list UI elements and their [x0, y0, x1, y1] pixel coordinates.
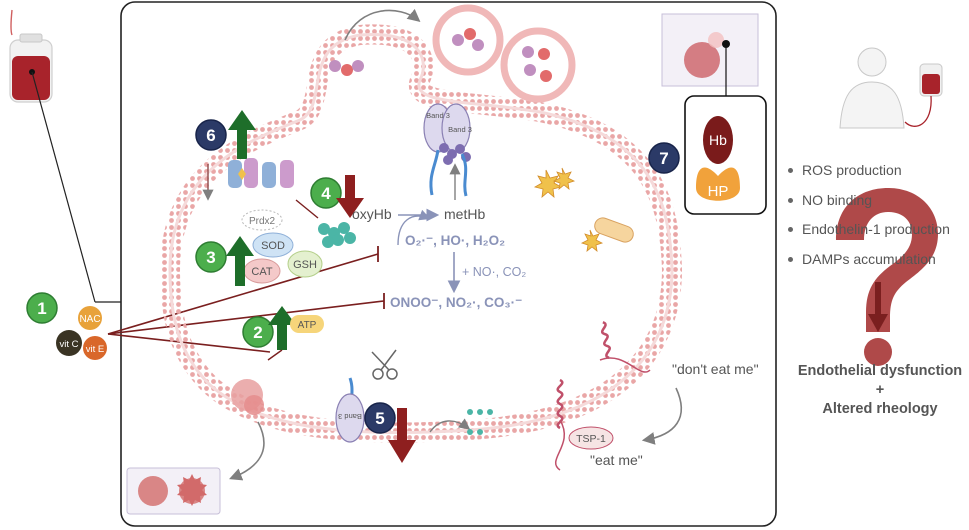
svg-text:HP: HP: [708, 183, 729, 200]
badge-2: 2: [242, 316, 274, 348]
vit-e-pill: vit E: [83, 336, 107, 360]
nitric-reaction-label: + NO·, CO₂: [462, 265, 526, 279]
svg-text:NAC: NAC: [79, 314, 100, 325]
blood-bag-icon: [9, 9, 53, 103]
consequences-list: ROS production NO binding Endothelin-1 p…: [786, 160, 950, 278]
rns-species-label: ONOO⁻, NO₂·, CO₃·⁻: [390, 295, 522, 310]
svg-text:CAT: CAT: [251, 266, 272, 278]
hb-hp-complex-box: Hb HP: [684, 95, 767, 215]
svg-text:1: 1: [37, 299, 46, 318]
svg-text:Band 3: Band 3: [426, 111, 450, 120]
hemoglobin-molecule: [318, 222, 356, 248]
oxidative-damage-sparks: [533, 167, 634, 252]
tsp1-ligand: TSP-1: [568, 426, 614, 450]
patient-transfusion-icon: [839, 47, 943, 129]
bag-connector-line: [31, 71, 96, 303]
svg-text:ATP: ATP: [298, 320, 317, 331]
consequence-item: Endothelin-1 production: [786, 219, 950, 249]
conclusion-line-2: Altered rheology: [822, 401, 938, 417]
up-arrow-2: [268, 306, 296, 350]
svg-text:4: 4: [321, 184, 331, 203]
svg-text:Band 3: Band 3: [338, 412, 362, 421]
svg-text:Band 3: Band 3: [448, 125, 472, 134]
svg-text:3: 3: [206, 248, 215, 267]
vesicle-release-arrow: [344, 8, 421, 41]
inhibit-line-rns: [107, 300, 385, 335]
svg-text:5: 5: [375, 409, 384, 428]
ps-exposure-dots: [467, 409, 493, 435]
badge-5: 5: [364, 402, 396, 434]
methb-label: metHb: [444, 206, 485, 222]
svg-text:vit E: vit E: [86, 344, 104, 355]
band3-cleaved: Band 3: [335, 377, 365, 443]
eat-me-label: "eat me": [590, 452, 643, 468]
damaged-protein: [231, 379, 264, 415]
microvesicle-2: [500, 27, 576, 103]
svg-text:SOD: SOD: [261, 240, 285, 252]
consequence-item: NO binding: [786, 190, 950, 220]
oxyhb-label: oxyHb: [352, 206, 392, 222]
scissors-icon: [371, 349, 398, 380]
up-arrow-6: [228, 110, 256, 159]
svg-text:GSH: GSH: [293, 259, 317, 271]
consequence-item: ROS production: [786, 160, 950, 190]
badge-4: 4: [310, 177, 342, 209]
svg-text:vit C: vit C: [60, 339, 79, 350]
inhibit-line-ros: [107, 253, 379, 335]
ros-species-label: O₂·⁻, HO·, H₂O₂: [405, 233, 505, 248]
svg-text:Prdx2: Prdx2: [249, 216, 276, 227]
down-arrow-4: [336, 175, 364, 218]
svg-text:Hb: Hb: [709, 132, 727, 148]
prdx2-enzyme: Prdx2: [241, 209, 283, 231]
svg-text:6: 6: [206, 126, 215, 145]
nac-pill: NAC: [78, 306, 102, 330]
badge-6: 6: [195, 119, 227, 151]
conclusion-line-1: Endothelial dysfunction: [797, 363, 963, 379]
vit-c-pill: vit C: [56, 330, 82, 356]
sod-enzyme: SOD: [252, 232, 294, 258]
badge-7: 7: [648, 142, 680, 174]
rbc-membrane: [159, 24, 683, 443]
gsh-enzyme: GSH: [287, 250, 323, 278]
svg-text:TSP-1: TSP-1: [576, 433, 606, 445]
transmembrane-receptor-2: [600, 321, 611, 359]
band3-complex-top: Band 3 Band 3: [423, 103, 472, 197]
transmembrane-receptor-1: [556, 378, 564, 430]
badge-3: 3: [195, 241, 227, 273]
microvesicle-1: [432, 4, 504, 76]
ion-channels: [228, 158, 294, 188]
question-mark-icon: [836, 188, 938, 366]
cat-enzyme: CAT: [243, 258, 281, 284]
eryptotic-cells-box: [126, 467, 221, 515]
down-arrow-5: [388, 408, 416, 463]
svg-text:7: 7: [659, 149, 668, 168]
dont-eat-me-label: "don't eat me": [672, 361, 759, 377]
consequence-item: DAMPs accumulation: [786, 249, 950, 279]
conclusion-plus: +: [875, 382, 885, 398]
eryptosis-arrow: [229, 421, 265, 481]
free-hb-box: [661, 13, 759, 96]
conclusion-text: Endothelial dysfunction + Altered rheolo…: [780, 362, 969, 419]
atp-pill: ATP: [290, 315, 324, 333]
svg-text:2: 2: [253, 323, 262, 342]
flip-arrow: [429, 418, 471, 433]
up-arrow-3: [226, 236, 254, 286]
badge-1: 1: [26, 292, 58, 324]
membrane-bud-cluster: [329, 60, 364, 76]
